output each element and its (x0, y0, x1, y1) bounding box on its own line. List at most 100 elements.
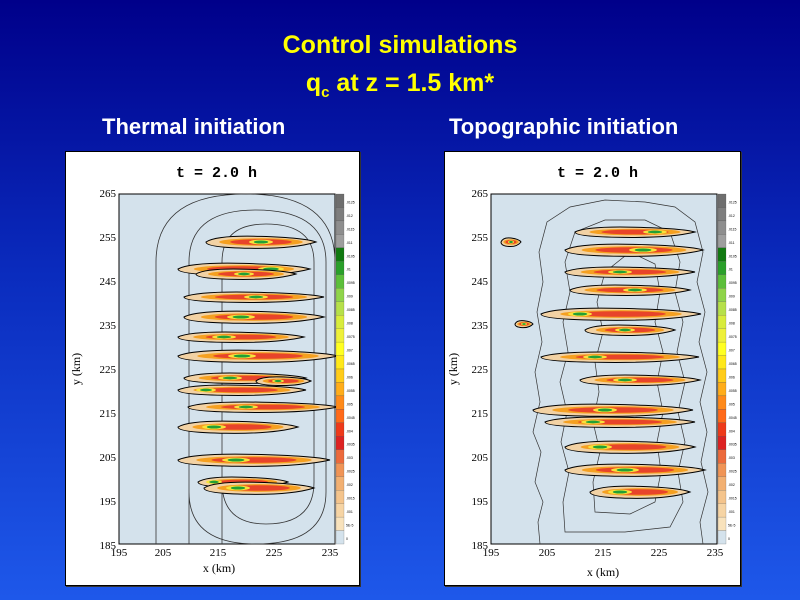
y-tick: 205 (100, 452, 117, 464)
cloud-band (183, 310, 326, 324)
x-tick: 225 (266, 547, 283, 559)
contour-lines (155, 193, 336, 545)
colorbar-label: .006 (728, 375, 735, 379)
topographic-plot-panel: t = 2.0 h 195 205 215 225 235 x (km) 265… (444, 151, 741, 586)
colorbar-label: .002 (728, 483, 735, 487)
x-axis: 195 205 215 225 235 x (km) (111, 547, 339, 575)
colorbar-swatch (335, 516, 345, 531)
colorbar-swatch (717, 274, 727, 289)
colorbar-label: .006 (346, 375, 353, 379)
cloud-band (514, 320, 534, 329)
colorbar-swatch (335, 274, 345, 289)
colorbar-swatch (335, 315, 345, 329)
colorbar-label: .0115 (728, 227, 737, 231)
cloud-band (177, 420, 300, 434)
colorbar-swatch (335, 234, 345, 248)
colorbar-label: .009 (728, 295, 735, 299)
colorbar-label: .004 (346, 429, 353, 433)
cloud-bands (500, 226, 707, 499)
colorbar-swatch (335, 328, 345, 343)
cloud-band (540, 307, 702, 321)
colorbar-label: .003 (346, 456, 353, 460)
colorbar-label: .011 (728, 241, 735, 245)
cloud-band (569, 284, 692, 296)
colorbar-label: .001 (346, 510, 353, 514)
colorbar-label: .0075 (728, 335, 737, 339)
colorbar-swatch (717, 409, 727, 423)
colorbar-label: .01 (728, 268, 733, 272)
y-tick: 265 (472, 188, 489, 200)
cloud-band (574, 226, 697, 238)
cloud-band (177, 453, 331, 467)
cloud-band (203, 481, 316, 495)
x-tick: 215 (210, 547, 227, 559)
colorbar-label: .0025 (346, 470, 355, 474)
colorbar-swatch (717, 193, 727, 208)
colorbar-label: 5E-5 (728, 524, 735, 528)
colorbar-swatch (717, 436, 727, 450)
colorbar-swatch (717, 516, 727, 531)
y-axis-label: y (km) (69, 353, 83, 385)
cloud-band (255, 376, 313, 387)
y-tick: 225 (100, 364, 117, 376)
colorbar-label: .0055 (728, 389, 737, 393)
colorbar-swatch (717, 490, 727, 504)
cloud-band (177, 331, 306, 343)
colorbar-label: .0085 (728, 308, 737, 312)
x-axis: 195 205 215 225 235 x (km) (483, 547, 724, 579)
colorbar-label: 5E-5 (346, 524, 353, 528)
colorbar-label: .005 (728, 402, 735, 406)
colorbar-swatch (717, 395, 727, 410)
colorbar-label: .009 (346, 295, 353, 299)
colorbar-label: .0105 (346, 254, 355, 258)
colorbar-swatch (335, 382, 345, 397)
y-tick: 215 (472, 408, 489, 420)
colorbar-swatch (717, 207, 727, 222)
y-tick: 235 (100, 320, 117, 332)
colorbar-swatch (717, 301, 727, 316)
colorbar-swatch (335, 301, 345, 316)
x-tick: 225 (651, 547, 668, 559)
y-tick: 185 (472, 540, 489, 552)
colorbar-label: .0075 (346, 335, 355, 339)
colorbar-label: .007 (346, 349, 353, 353)
colorbar-label: .0105 (728, 254, 737, 258)
colorbar-swatch (717, 422, 727, 437)
y-axis-label: y (km) (446, 353, 460, 385)
colorbar-swatch (717, 261, 727, 275)
colorbar-label: .005 (346, 402, 353, 406)
colorbar-swatch (335, 409, 345, 423)
colorbar-swatch (335, 476, 345, 491)
cloud-band (579, 374, 702, 386)
y-tick: 245 (100, 276, 117, 288)
colorbar-swatch (335, 463, 345, 477)
colorbar-swatch (717, 355, 727, 370)
subtitle-subscript: c (321, 84, 330, 101)
colorbar-label: .0085 (346, 308, 355, 312)
colorbar-label: .0035 (346, 443, 355, 447)
colorbar-swatch (335, 395, 345, 410)
colorbar-swatch (717, 476, 727, 491)
colorbar-swatch (335, 247, 345, 262)
time-label: t = 2.0 h (176, 165, 257, 182)
colorbar-swatch (335, 490, 345, 504)
colorbar-label: .0025 (728, 470, 737, 474)
x-tick: 235 (322, 547, 339, 559)
colorbar-label: .008 (728, 322, 735, 326)
cloud-band (177, 349, 339, 363)
cloud-band (564, 463, 707, 477)
y-tick: 205 (472, 452, 489, 464)
y-tick: 265 (100, 188, 117, 200)
colorbar-label: .0065 (728, 362, 737, 366)
colorbar-label: .0095 (728, 281, 737, 285)
y-tick: 225 (472, 364, 489, 376)
colorbar-label: .0035 (728, 443, 737, 447)
colorbar-swatch (335, 341, 345, 356)
thermal-plot-panel: t = 2.0 h 195 205 215 225 235 x (km) 265… (65, 151, 360, 586)
y-tick: 235 (472, 320, 489, 332)
colorbar-swatch (717, 288, 727, 302)
colorbar-label: .0065 (346, 362, 355, 366)
colorbar-label: .001 (728, 510, 735, 514)
cloud-band (564, 243, 705, 257)
colorbar-label: .01 (346, 268, 351, 272)
